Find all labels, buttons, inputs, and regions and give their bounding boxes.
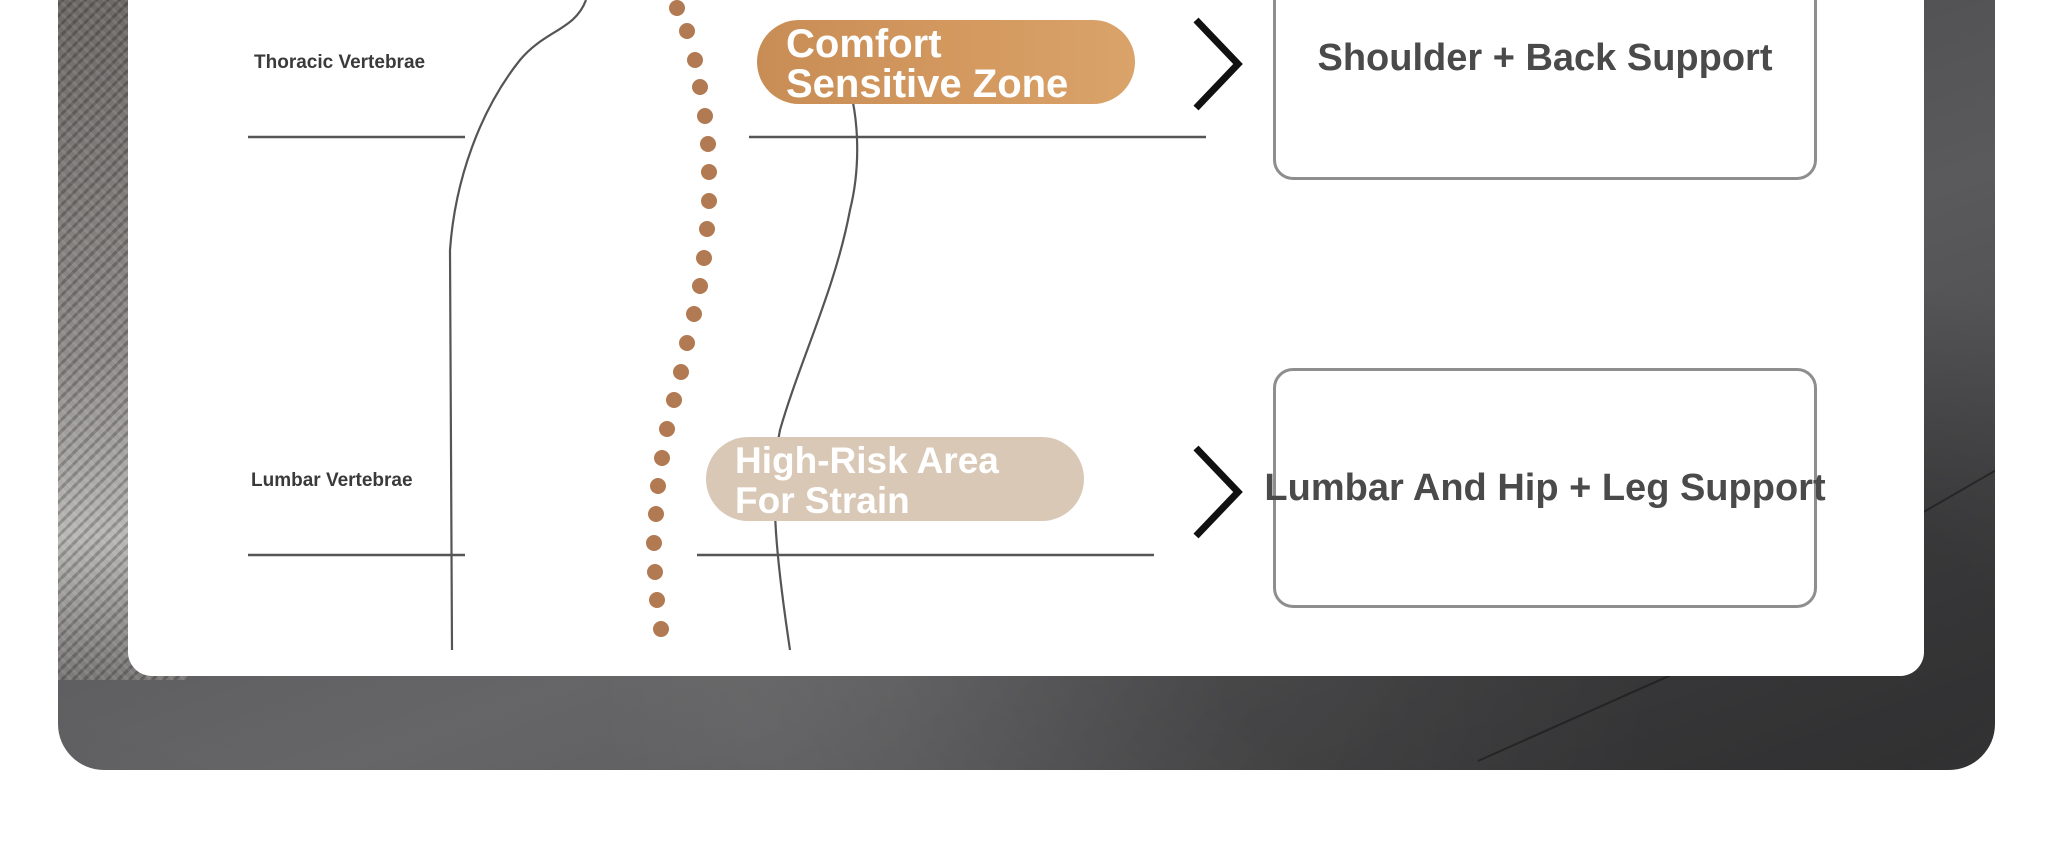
spine-dots	[646, 0, 717, 637]
spine-dot	[697, 108, 713, 124]
high-risk-line-1: High-Risk Area	[735, 440, 999, 481]
body-contour-left	[448, 0, 588, 651]
spine-dot	[692, 79, 708, 95]
spine-dot	[679, 335, 695, 351]
shoulder-support-text: Shoulder + Back Support	[1317, 37, 1773, 79]
spine-dot	[699, 221, 715, 237]
thoracic-label: Thoracic Vertebrae	[254, 52, 426, 73]
spine-dot	[701, 193, 717, 209]
spine-dot	[654, 450, 670, 466]
spine-dot	[659, 421, 675, 437]
comfort-zone-pill: Comfort Sensitive Zone	[757, 20, 1135, 104]
high-risk-pill: High-Risk Area For Strain	[706, 437, 1084, 521]
spine-dot	[646, 535, 662, 551]
spine-dot	[653, 621, 669, 637]
spine-dot	[666, 392, 682, 408]
high-risk-line-2: For Strain	[735, 479, 910, 521]
shoulder-support-box: Shoulder + Back Support	[1273, 0, 1817, 180]
spine-dot	[696, 250, 712, 266]
spine-dot	[692, 278, 708, 294]
spine-dot	[647, 564, 663, 580]
spine-dot	[648, 506, 664, 522]
lumbar-label: Lumbar Vertebrae	[251, 470, 413, 491]
spine-dot	[650, 478, 666, 494]
spine-dot	[686, 306, 702, 322]
chevron-right-icon	[1193, 445, 1243, 539]
body-contour-right	[773, 59, 859, 651]
spine-dot	[669, 0, 685, 16]
chevron-right-icon	[1193, 17, 1243, 111]
comfort-zone-line-1: Comfort	[786, 22, 942, 66]
lumbar-support-box: Lumbar And Hip + Leg Support	[1264, 368, 1826, 608]
spine-dot	[679, 23, 695, 39]
spine-dot	[700, 136, 716, 152]
spine-dot	[673, 364, 689, 380]
spine-dot	[687, 52, 703, 68]
lumbar-support-text: Lumbar And Hip + Leg Support	[1264, 466, 1826, 509]
spine-dot	[701, 164, 717, 180]
comfort-zone-line-2: Sensitive Zone	[786, 62, 1069, 104]
spine-dot	[649, 592, 665, 608]
